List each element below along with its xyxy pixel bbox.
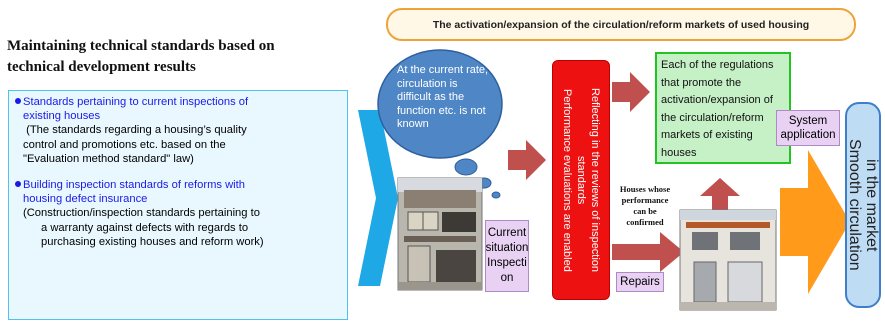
blue-chevron-arrow xyxy=(358,110,398,286)
regulations-line-1: Each of the regulations xyxy=(661,59,774,71)
standard-item-2-desc-3: purchasing existing houses and reform wo… xyxy=(41,235,264,248)
bubble-line-5: known xyxy=(397,118,429,130)
standard-item-2-desc-1: (Construction/inspection standards perta… xyxy=(23,207,260,220)
confirmed-line-4: confirmed xyxy=(626,217,664,227)
repairs-label: Repairs xyxy=(616,272,664,292)
old-house-photo xyxy=(397,177,483,291)
inspection-line-1: Current xyxy=(487,227,527,239)
thought-bubble-dot xyxy=(454,158,478,176)
standard-item-1-title-cont: existing houses xyxy=(23,110,101,123)
system-line-2: application xyxy=(780,129,836,141)
arrow-to-red-box xyxy=(508,140,546,180)
repairs-text: Repairs xyxy=(620,275,660,288)
performance-evaluation-box: Reflecting in the reviews of inspection … xyxy=(552,60,610,300)
smooth-circulation-box: Smooth circulation in the market xyxy=(845,102,881,308)
arrow-to-regulations xyxy=(612,72,650,112)
bubble-line-2: circulation is xyxy=(397,77,458,90)
diagram-heading: Maintaining technical standards based on… xyxy=(7,36,347,78)
system-application-box: System application xyxy=(776,110,840,146)
market-activation-banner: The activation/expansion of the circulat… xyxy=(386,8,856,41)
smooth-line-2: in the market xyxy=(863,158,880,252)
standard-item-1-title: Standards pertaining to current inspecti… xyxy=(15,95,341,109)
standard-item-1-desc-1: (The standards regarding a housing’s qua… xyxy=(23,124,247,137)
standard-item-2-title-cont: housing defect insurance xyxy=(23,193,148,206)
orange-arrow xyxy=(780,150,850,294)
thought-bubble-dot xyxy=(491,191,501,199)
standard-item-1-desc-2: control and promotions etc. based on the xyxy=(23,138,226,151)
standard-item-2-desc-2: a warranty against defects with regards … xyxy=(41,221,249,234)
confirmed-line-1: Houses whose xyxy=(619,184,671,194)
confirmed-houses-label: Houses whose performance can be confirme… xyxy=(612,184,678,228)
smooth-line-1: Smooth circulation xyxy=(846,139,863,271)
heading-line-1: Maintaining technical standards based on xyxy=(7,38,275,54)
confirmed-line-3: can be xyxy=(633,206,657,216)
bubble-text: At the current rate, circulation is diff… xyxy=(397,64,489,132)
bubble-line-1: At the current rate, xyxy=(397,64,489,76)
banner-text: The activation/expansion of the circulat… xyxy=(432,18,810,31)
standard-item-2-title: Building inspection standards of reforms… xyxy=(15,178,341,192)
regulations-box: Each of the regulations that promote the… xyxy=(655,52,791,164)
red-box-column-1: Reflecting in the reviews of inspection xyxy=(589,87,601,273)
inspection-line-3: Inspecti xyxy=(487,257,527,269)
regulations-line-4: the circulation/reform xyxy=(661,111,764,124)
bullet-icon xyxy=(15,181,21,188)
arrow-to-renovated-house xyxy=(612,232,684,272)
standards-box: Standards pertaining to current inspecti… xyxy=(8,90,348,320)
thought-bubble xyxy=(377,49,503,159)
inspection-line-2: situation xyxy=(485,242,529,254)
bubble-line-4: function etc. is not xyxy=(397,104,486,117)
red-box-column-2: standards xyxy=(575,155,587,205)
regulations-line-5: markets of existing xyxy=(661,129,753,141)
red-box-column-3: Performance evaluations are enabled xyxy=(561,88,573,272)
bubble-line-3: difficult as the xyxy=(397,91,465,103)
current-inspection-box: Current situation Inspecti on xyxy=(485,220,529,292)
renovated-house-photo xyxy=(679,209,777,311)
confirmed-line-2: performance xyxy=(621,195,669,205)
arrow-up-to-regulations xyxy=(700,178,740,212)
bullet-icon xyxy=(15,98,21,104)
system-line-1: System xyxy=(788,115,828,127)
heading-line-2: technical development results xyxy=(7,59,196,75)
regulations-line-3: activation/expansion of xyxy=(661,94,773,106)
inspection-line-4: on xyxy=(500,272,514,284)
regulations-line-6: houses xyxy=(661,146,697,159)
standard-item-1-desc-3: "Evaluation method standard" law) xyxy=(23,152,194,165)
regulations-line-2: that promote the xyxy=(661,76,742,89)
